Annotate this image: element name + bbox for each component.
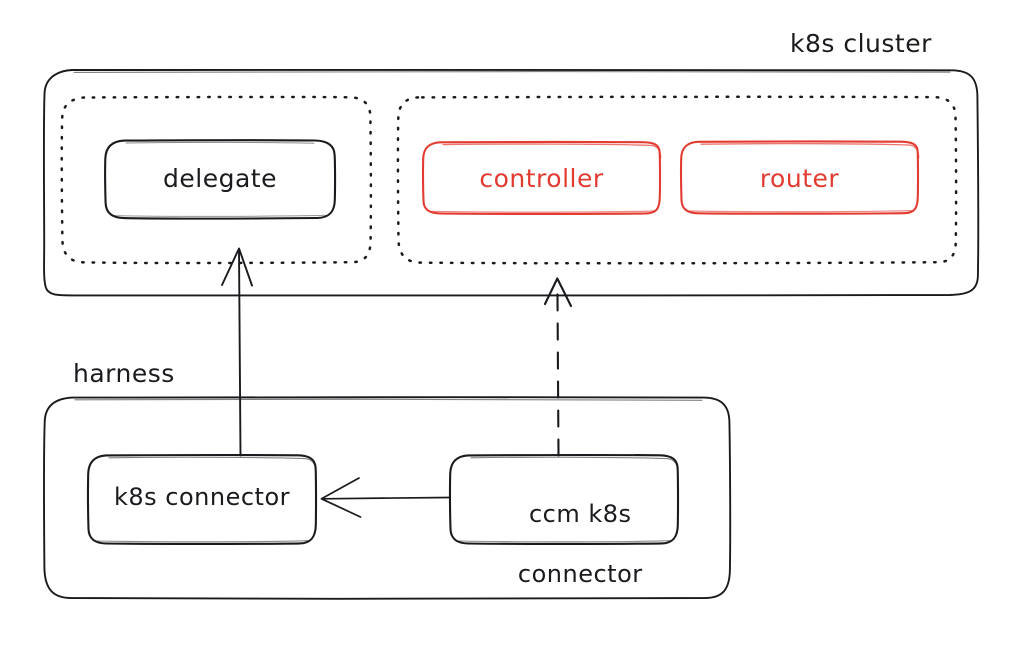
group-services-dotted[interactable] <box>396 95 958 265</box>
node-label-ccm-line1: ccm k8s <box>528 500 632 528</box>
node-label-ccm-line2: connector <box>517 560 643 588</box>
node-label-delegate: delegate <box>163 164 277 193</box>
edge-ccm-to-services[interactable] <box>543 277 573 457</box>
group-k8s-cluster[interactable] <box>42 68 980 297</box>
node-label-k8s-connector: k8s connector <box>113 483 291 511</box>
node-k8s-connector-shape[interactable] <box>86 453 318 545</box>
node-label-ccm-k8s-connector: ccm k8s connector <box>450 469 678 619</box>
group-label-k8s-cluster: k8s cluster <box>790 29 932 58</box>
node-ccm-k8s-connector-shape[interactable] <box>448 453 680 545</box>
node-delegate-shape[interactable] <box>104 139 337 220</box>
node-router-shape[interactable] <box>679 140 920 215</box>
group-delegate-dotted[interactable] <box>60 95 373 265</box>
node-controller-shape[interactable] <box>421 140 662 215</box>
node-label-router: router <box>759 164 840 193</box>
group-label-harness: harness <box>73 359 175 388</box>
group-harness[interactable] <box>43 396 732 600</box>
edge-ccm-to-k8s-connector[interactable] <box>320 477 450 518</box>
edge-k8s-connector-to-delegate[interactable] <box>221 247 253 457</box>
node-label-controller: controller <box>479 164 604 193</box>
